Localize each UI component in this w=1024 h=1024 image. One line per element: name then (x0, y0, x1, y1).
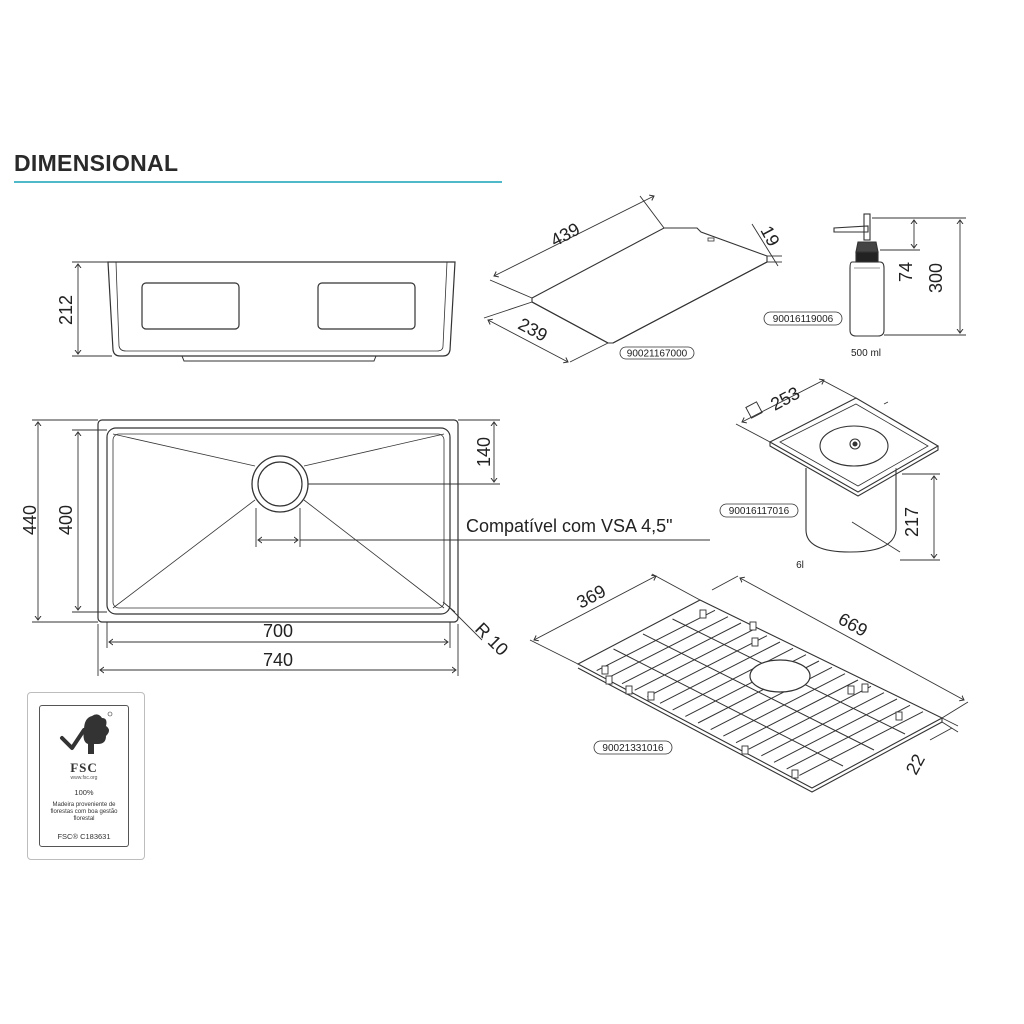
grid-height-label: 22 (902, 751, 929, 778)
fsc-percent: 100% (74, 788, 94, 797)
board-code-label: 90021167000 (627, 349, 688, 360)
soap-dispenser-dimensions (872, 217, 966, 336)
fsc-certification-label: FSC www.fsc.org 100% Madeira proveniente… (27, 692, 145, 860)
grid-rack-dimensions (529, 573, 969, 741)
front-height-label: 212 (56, 295, 76, 325)
soap-dispenser-drawing (833, 213, 885, 337)
dispenser-height-label: 300 (926, 263, 946, 293)
top-view-dimensions (32, 419, 710, 676)
inner-width-label: 700 (263, 621, 293, 641)
bin-capacity-label: 6l (796, 560, 804, 571)
compat-label: Compatível com VSA 4,5" (466, 516, 672, 536)
grid-code-tag (593, 740, 673, 755)
outer-width-label: 740 (263, 650, 293, 670)
grid-code-label: 90021331016 (602, 743, 664, 754)
board-thickness-label: 19 (756, 222, 783, 249)
fsc-inner-frame: FSC www.fsc.org 100% Madeira proveniente… (39, 705, 129, 847)
drain-offset-label: 140 (474, 437, 494, 467)
inner-height-label: 400 (56, 505, 76, 535)
bin-height-label: 217 (902, 507, 922, 537)
fsc-tree-check-icon (60, 711, 113, 754)
grid-width-label: 369 (573, 581, 609, 613)
rack-wire-long (613, 648, 844, 767)
fsc-license-code: FSC® C183631 (57, 832, 111, 841)
sink-top-view (97, 419, 459, 623)
grid-rack-drawing (576, 599, 944, 793)
board-code-tag (619, 346, 695, 360)
dispenser-capacity-label: 500 ml (851, 348, 881, 359)
cutting-board-dimensions (483, 196, 782, 362)
rack-wires (596, 609, 924, 776)
sink-front-view (107, 261, 456, 362)
bin-code-label: 90016117016 (729, 506, 790, 517)
dispenser-top-label: 74 (896, 262, 916, 282)
rack-wire-long (642, 633, 875, 751)
title-underline (14, 181, 502, 183)
outer-height-label: 440 (20, 505, 40, 535)
board-width-label: 239 (515, 314, 551, 346)
front-height-dimension (72, 261, 112, 357)
corner-radius-label: R 10 (471, 619, 512, 660)
grid-length-label: 669 (835, 609, 871, 641)
cutting-board-drawing (531, 227, 768, 344)
dispenser-code-label: 90016119006 (773, 314, 834, 325)
waste-bin-drawing (768, 397, 940, 553)
dispenser-code-tag (763, 311, 843, 326)
bin-square-label: 253 (767, 383, 803, 415)
bin-code-tag (719, 503, 799, 518)
page-title: DIMENSIONAL (14, 150, 179, 176)
fsc-url: www.fsc.org (70, 775, 98, 781)
fsc-description: Madeira proveniente de florestas com boa… (50, 802, 118, 822)
waste-bin-dimensions (735, 380, 940, 561)
fsc-wordmark: FSC (70, 760, 98, 775)
board-length-label: 439 (547, 219, 583, 251)
